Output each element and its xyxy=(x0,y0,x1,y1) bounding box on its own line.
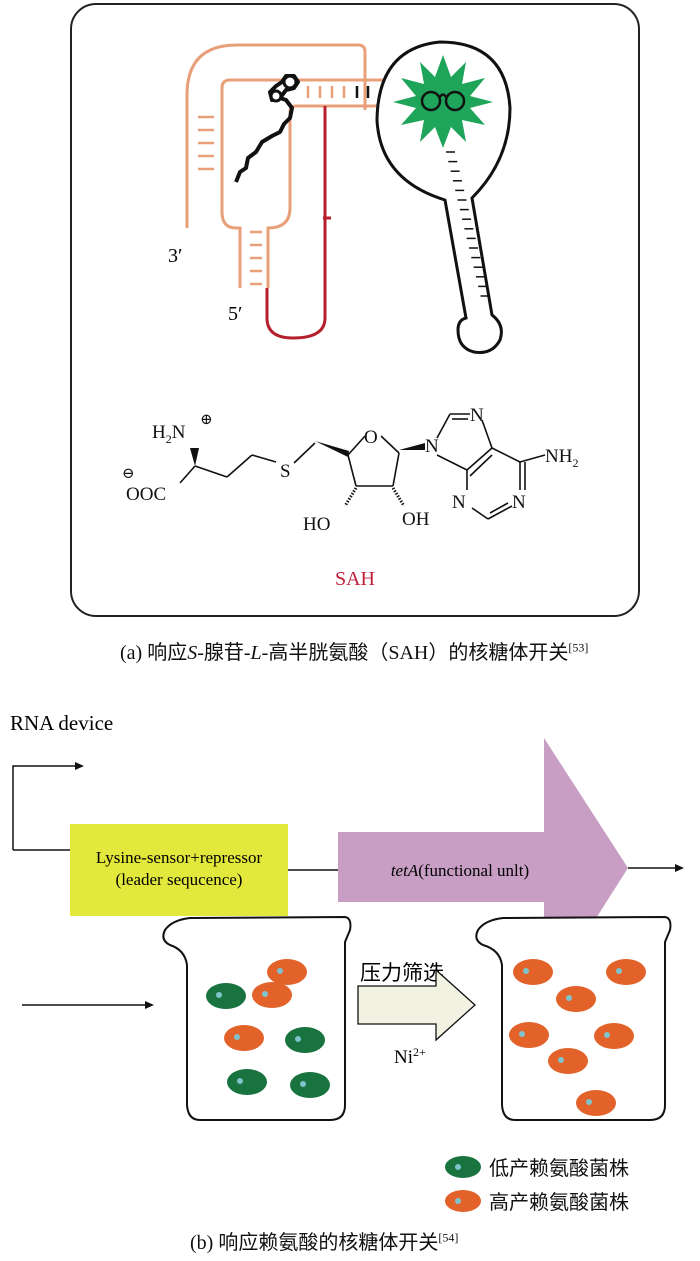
high-producer-cell xyxy=(224,1025,264,1051)
low-producer-cell xyxy=(290,1072,330,1098)
rna-strand-outer xyxy=(185,43,367,228)
cells-after xyxy=(509,959,646,1116)
cell-nucleus xyxy=(262,991,268,997)
promoter-arrow xyxy=(12,765,75,850)
svg-text:HO: HO xyxy=(303,514,330,535)
sah-label: SAH xyxy=(335,568,375,590)
cell-nucleus xyxy=(237,1078,243,1084)
fluorophore-ring-left xyxy=(420,90,442,112)
high-producer-cell xyxy=(513,959,553,985)
svg-text:N: N xyxy=(452,492,466,513)
svg-text:OOC: OOC xyxy=(126,484,166,505)
high-producer-cell xyxy=(556,986,596,1012)
cell-nucleus xyxy=(586,1099,592,1105)
cells-before xyxy=(206,959,330,1098)
sensor-line-1: Lysine-sensor+repressor xyxy=(96,848,263,867)
svg-text:O: O xyxy=(364,427,378,448)
sensor-box xyxy=(70,824,288,916)
beaker-after xyxy=(475,915,672,1121)
rna-device-label: RNA device xyxy=(10,711,113,735)
input-arrowhead xyxy=(145,1001,154,1009)
sah-bonds xyxy=(179,413,546,520)
nickel-label: Ni2+ xyxy=(394,1045,426,1068)
high-producer-cell xyxy=(576,1090,616,1116)
label-three-prime: 3′ xyxy=(168,245,182,267)
panel-a-frame xyxy=(70,3,640,617)
ligand-ring-1 xyxy=(282,74,298,90)
terminal-arrowhead xyxy=(675,864,684,872)
low-producer-icon xyxy=(445,1155,481,1178)
sah-structure: H2N ⊕ ⊖ OOC S O N N NH2 N N HO OH xyxy=(122,405,578,535)
cell-nucleus xyxy=(616,968,622,974)
svg-text:OH: OH xyxy=(402,509,430,530)
cell-nucleus xyxy=(523,968,529,974)
cell-nucleus xyxy=(519,1031,525,1037)
base-pairs-left xyxy=(198,115,214,171)
rna-strand-inner xyxy=(220,78,432,288)
tetA-label: tetA(functional unlt) xyxy=(391,861,529,880)
cell-nucleus xyxy=(295,1036,301,1042)
high-producer-cell xyxy=(267,959,307,985)
riboswitch-diagram: 3′ 5′ H2N ⊕ ⊖ OOC S O N N NH2 N N HO OH xyxy=(122,40,578,590)
sensor-line-2: (leader sequcence) xyxy=(116,870,243,889)
svg-text:⊕: ⊕ xyxy=(200,412,213,428)
low-producer-cell xyxy=(227,1069,267,1095)
svg-text:N: N xyxy=(470,405,484,426)
fluorophore-burst xyxy=(393,55,493,148)
caption-panel-a: (a) 响应S-腺苷-L-高半胱氨酸（SAH）的核糖体开关[53] xyxy=(120,640,589,664)
high-producer-cell xyxy=(606,959,646,985)
selection-label: 压力筛选 xyxy=(360,961,444,985)
cell-nucleus xyxy=(558,1057,564,1063)
high-producer-cell xyxy=(548,1048,588,1074)
svg-text:N: N xyxy=(512,492,526,513)
svg-text:⊖: ⊖ xyxy=(122,466,135,482)
legend-high-producer: 高产赖氨酸菌株 xyxy=(445,1186,629,1215)
ligand-ring-2 xyxy=(269,89,283,103)
low-producer-cell xyxy=(285,1027,325,1053)
base-pairs-connector xyxy=(306,86,370,98)
cell-nucleus xyxy=(566,995,572,1001)
svg-text:S: S xyxy=(280,461,291,482)
svg-text:H2N: H2N xyxy=(152,422,186,446)
ligand-molecule xyxy=(234,74,300,183)
cell-nucleus xyxy=(604,1032,610,1038)
high-producer-icon xyxy=(445,1189,481,1212)
cell-nucleus xyxy=(277,968,283,974)
svg-text:N: N xyxy=(425,436,439,457)
high-producer-cell xyxy=(509,1022,549,1048)
rna-loop-red xyxy=(265,106,327,340)
selection-arrow xyxy=(357,968,476,1042)
fluorophore-ring-right xyxy=(444,90,466,112)
gene-construct-diagram: RNA device Lysine-sensor+repressor (lead… xyxy=(10,711,684,1121)
low-producer-cell xyxy=(206,983,246,1009)
high-producer-cell xyxy=(594,1023,634,1049)
base-pairs-stem xyxy=(250,230,262,286)
label-five-prime: 5′ xyxy=(228,303,242,325)
cell-nucleus xyxy=(300,1081,306,1087)
cell-nucleus xyxy=(216,992,222,998)
stem-base-pairs xyxy=(446,151,490,297)
high-producer-cell xyxy=(252,982,292,1008)
promoter-arrowhead xyxy=(75,762,84,770)
legend-low-producer: 低产赖氨酸菌株 xyxy=(445,1152,629,1181)
caption-panel-b: (b) 响应赖氨酸的核糖体开关[54] xyxy=(190,1230,459,1254)
svg-text:NH2: NH2 xyxy=(545,446,578,470)
rna-strand-inner-2 xyxy=(266,104,432,288)
cell-nucleus xyxy=(234,1034,240,1040)
fluorophore-bridge xyxy=(438,93,448,98)
